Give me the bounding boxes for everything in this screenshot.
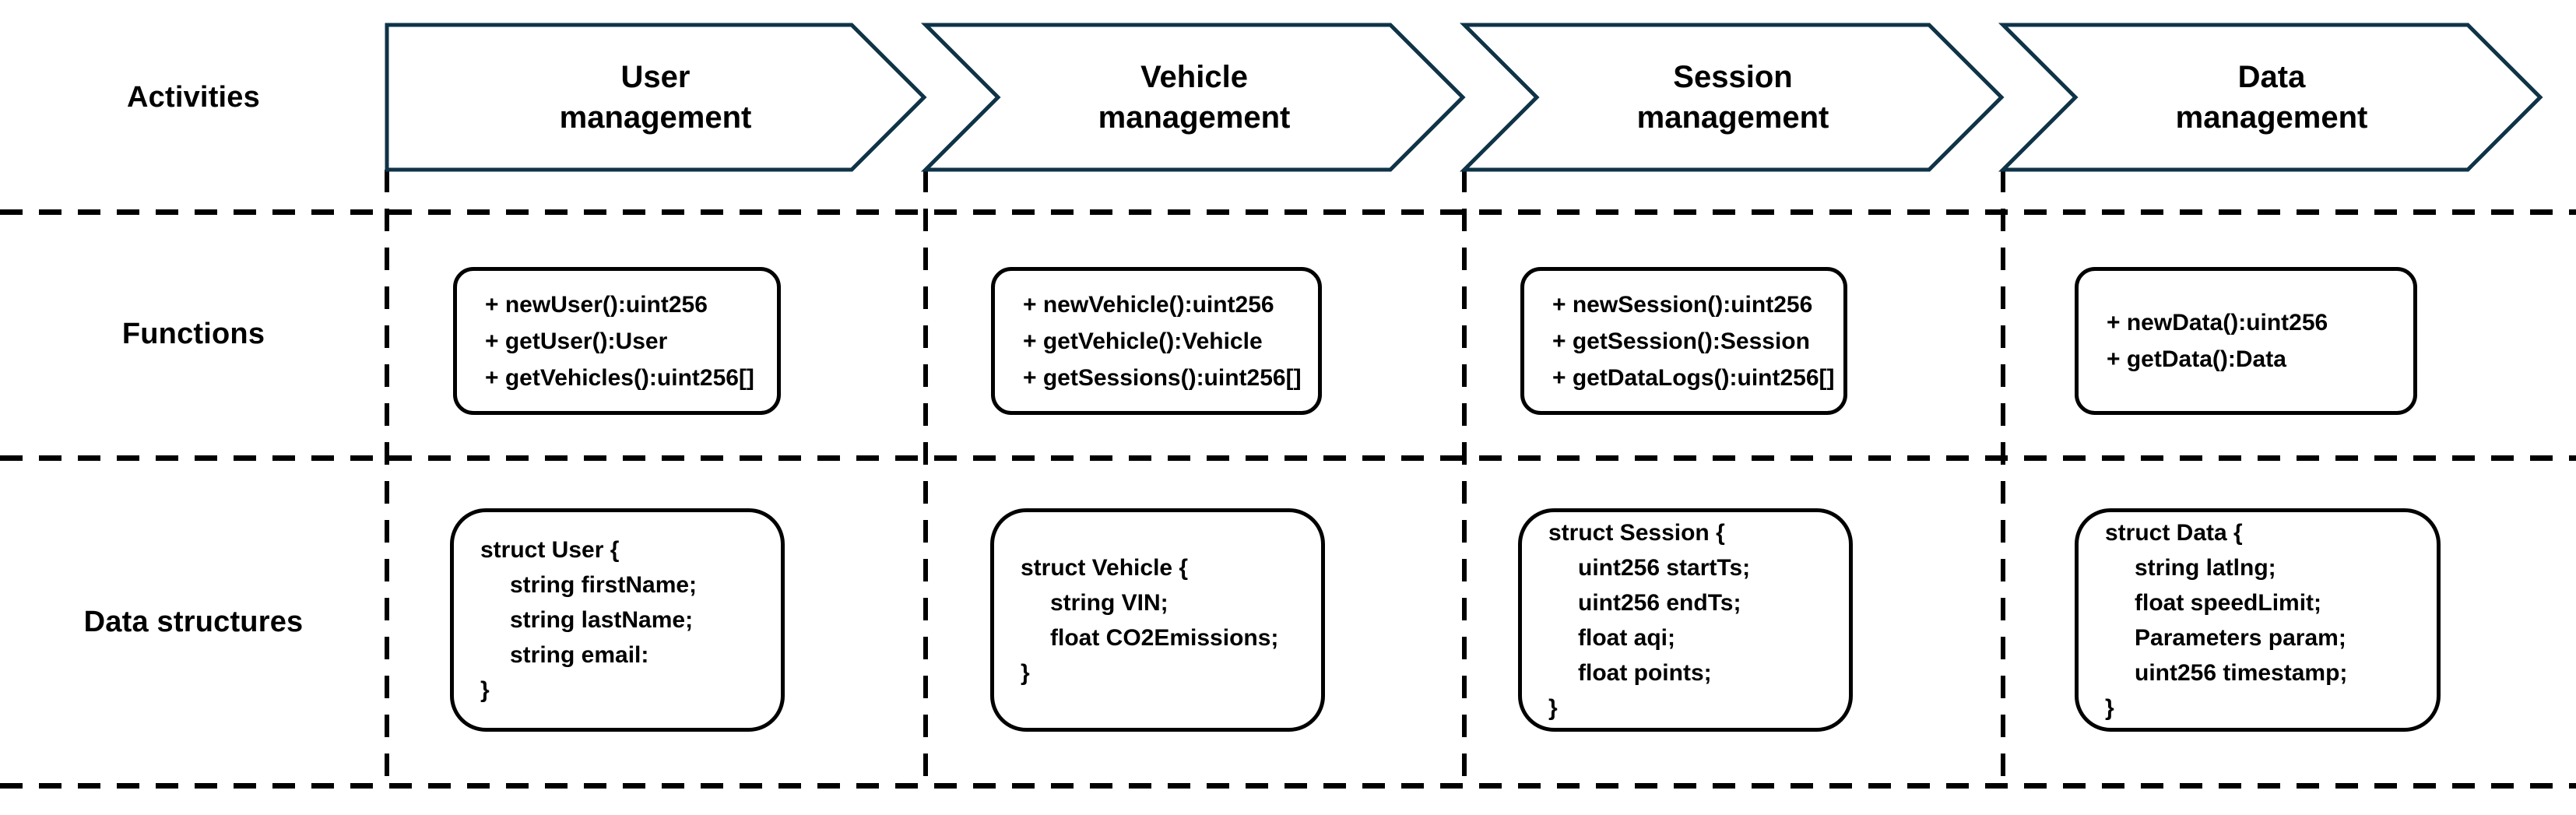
chevron-label: Vehicle management	[926, 25, 1463, 170]
struct-field: float speedLimit;	[2135, 589, 2322, 616]
struct-field: float CO2Emissions;	[1050, 624, 1279, 651]
chevron-label-line: management	[1098, 100, 1291, 135]
column-divider	[1462, 170, 1467, 789]
column-divider	[2001, 170, 2005, 789]
struct-field: Parameters param;	[2135, 624, 2346, 651]
struct-field: string lastName;	[510, 607, 694, 633]
chevron-arrow-shape	[1998, 23, 2543, 172]
activity-chevron-vehicle: Vehicle management	[920, 23, 1466, 172]
function-signature: + getVehicle():Vehicle	[1023, 328, 1263, 354]
struct-field: string firstName;	[510, 572, 698, 598]
struct-open-line: struct Vehicle {	[1021, 554, 1189, 581]
row-divider	[0, 783, 2576, 789]
column-divider	[385, 170, 389, 789]
function-signature: + getDataLogs():uint256[]	[1552, 364, 1835, 391]
row-label-data-structures: Data structures	[0, 458, 387, 786]
struct-field: string VIN;	[1050, 589, 1169, 616]
functions-box-session: + newSession():uint256 + getSession():Se…	[1520, 267, 1847, 415]
struct-field: uint256 startTs;	[1578, 554, 1751, 581]
struct-box-session: struct Session { uint256 startTs; uint25…	[1518, 508, 1853, 732]
chevron-arrow-shape	[920, 23, 1466, 172]
function-signature: + getSessions():uint256[]	[1023, 364, 1302, 391]
chevron-label-line: Session	[1673, 60, 1793, 94]
function-signature: + newVehicle():uint256	[1023, 291, 1274, 318]
row-label-text: Functions	[121, 317, 265, 350]
struct-box-data: struct Data { string latlng; float speed…	[2075, 508, 2441, 732]
function-signature: + getUser():User	[485, 328, 668, 354]
function-signature: + getData():Data	[2107, 346, 2286, 372]
function-signature: + getVehicles():uint256[]	[485, 364, 754, 391]
functions-box-vehicle: + newVehicle():uint256 + getVehicle():Ve…	[991, 267, 1322, 415]
chevron-label: User management	[387, 25, 924, 170]
chevron-label: Session management	[1464, 25, 2001, 170]
struct-field: string email:	[510, 642, 649, 668]
row-label-activities: Activities	[0, 25, 387, 170]
function-signature: + getSession():Session	[1552, 328, 1810, 354]
struct-field: float points;	[1578, 659, 1712, 686]
struct-close-line: }	[480, 677, 490, 703]
function-signature: + newSession():uint256	[1552, 291, 1813, 318]
struct-box-user: struct User { string firstName; string l…	[450, 508, 785, 732]
column-divider	[923, 170, 928, 789]
struct-box-vehicle: struct Vehicle { string VIN; float CO2Em…	[990, 508, 1325, 732]
chevron-label-line: User	[620, 60, 691, 94]
functions-box-user: + newUser():uint256 + getUser():User + g…	[453, 267, 781, 415]
function-signature: + newData():uint256	[2107, 310, 2328, 335]
struct-field: string latlng;	[2135, 554, 2276, 581]
chevron-arrow-shape	[1459, 23, 2005, 172]
struct-open-line: struct Data {	[2105, 519, 2243, 546]
chevron-label-line: Vehicle	[1140, 60, 1248, 94]
struct-close-line: }	[2105, 694, 2114, 721]
struct-close-line: }	[1021, 659, 1030, 686]
chevron-label-line: management	[2175, 100, 2368, 135]
row-label-text: Activities	[127, 80, 260, 114]
function-signature: + newUser():uint256	[485, 291, 708, 318]
struct-close-line: }	[1548, 694, 1558, 721]
pentagon-arrow-shape	[385, 23, 927, 172]
activity-chevron-data: Data management	[1998, 23, 2543, 172]
chevron-label: Data management	[2003, 25, 2540, 170]
chevron-label-line: management	[559, 100, 752, 135]
activity-chevron-user: User management	[385, 23, 927, 172]
chevron-label-line: management	[1636, 100, 1829, 135]
activity-chevron-session: Session management	[1459, 23, 2005, 172]
struct-field: uint256 timestamp;	[2135, 659, 2348, 686]
struct-open-line: struct User {	[480, 537, 620, 563]
row-divider	[0, 209, 2576, 215]
functions-box-data: + newData():uint256 + getData():Data	[2075, 267, 2417, 415]
struct-open-line: struct Session {	[1548, 519, 1725, 546]
struct-field: uint256 endTs;	[1578, 589, 1741, 616]
row-label-functions: Functions	[0, 212, 387, 456]
row-divider	[0, 455, 2576, 461]
row-label-text: Data structures	[83, 605, 304, 638]
chevron-label-line: Data	[2237, 60, 2306, 94]
struct-field: float aqi;	[1578, 624, 1675, 651]
